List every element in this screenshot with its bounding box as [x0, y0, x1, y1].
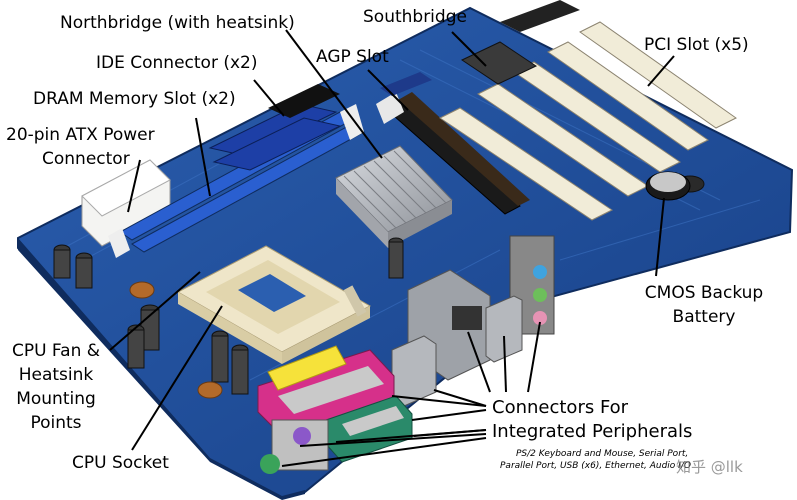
label-connectors-line1: Connectors For — [492, 397, 629, 418]
cmos-battery — [645, 171, 691, 201]
label-connectors-note1: PS/2 Keyboard and Mouse, Serial Port, — [516, 449, 689, 459]
cpu-socket — [176, 245, 372, 364]
label-agp-slot: AGP Slot — [316, 47, 389, 67]
coils — [129, 281, 223, 399]
label-southbridge: Southbridge — [363, 7, 467, 27]
label-connectors-line2: Integrated Peripherals — [492, 421, 693, 442]
label-northbridge: Northbridge (with heatsink) — [60, 13, 295, 33]
label-cmos-line2: Battery — [672, 307, 736, 327]
label-dram-slot: DRAM Memory Slot (x2) — [33, 89, 236, 109]
ide-connectors — [208, 84, 342, 171]
leader-lines — [109, 29, 675, 467]
atx-power-connector — [81, 159, 171, 247]
label-cpu-fan-line1: CPU Fan & — [11, 341, 101, 361]
agp-slot — [376, 92, 530, 215]
label-connectors-note2: Parallel Port, USB (x6), Ethernet, Audio… — [500, 461, 691, 471]
label-cpu-fan-line4: Points — [30, 413, 82, 433]
top-headers — [380, 0, 580, 96]
southbridge-chip — [460, 41, 538, 85]
sticker — [267, 345, 347, 391]
label-ide-connector: IDE Connector (x2) — [96, 53, 258, 73]
label-cpu-fan-line2: Heatsink — [18, 365, 94, 385]
label-atx-power-line2: Connector — [42, 149, 130, 169]
label-cpu-fan-line3: Mounting — [16, 389, 96, 409]
ethernet-usb-stack — [391, 269, 523, 407]
label-atx-power-line1: 20-pin ATX Power — [6, 125, 155, 145]
label-pci-slot: PCI Slot (x5) — [644, 35, 749, 55]
label-cpu-socket: CPU Socket — [72, 453, 169, 473]
label-cmos-line1: CMOS Backup — [644, 283, 764, 303]
northbridge-heatsink — [335, 145, 453, 248]
watermark: 知乎 @llk — [676, 458, 743, 476]
